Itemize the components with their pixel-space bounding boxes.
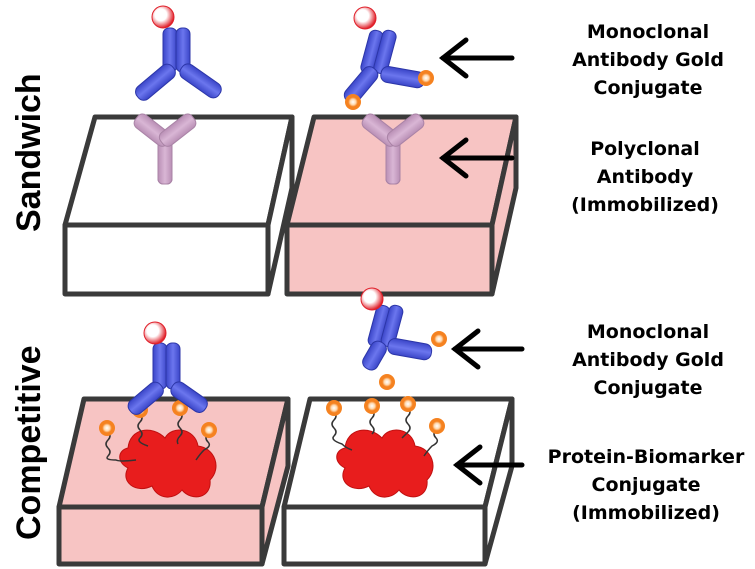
gold-particle-icon <box>429 418 445 434</box>
sandwich-positive-substrate <box>284 114 519 297</box>
callout-line: Conjugate <box>591 474 701 496</box>
label-dot-icon <box>143 321 167 345</box>
monoclonal-antibody-icon <box>362 304 433 371</box>
gold-particle-icon <box>345 94 361 110</box>
monoclonal-antibody-icon <box>343 29 426 104</box>
protein-biomarker-icon <box>119 429 217 498</box>
callout-line: Polyclonal <box>590 138 700 160</box>
callout-competitive-conjugate: Monoclonal Antibody Gold Conjugate <box>548 318 748 402</box>
gold-particle-icon <box>201 422 217 438</box>
arrow-left-icon <box>438 37 515 79</box>
callout-line: (Immobilized) <box>571 194 719 216</box>
gold-particle-icon <box>326 400 342 416</box>
gold-particle-icon <box>364 398 380 414</box>
callout-line: Protein-Biomarker <box>547 446 745 468</box>
gold-particle-icon <box>418 70 434 86</box>
callout-line: (Immobilized) <box>572 502 720 524</box>
panel-label-sandwich: Sandwich <box>10 73 48 232</box>
callout-line: Antibody Gold <box>572 349 724 371</box>
callout-line: Antibody Gold <box>572 49 724 71</box>
callout-competitive-protein: Protein-Biomarker Conjugate (Immobilized… <box>540 443 752 527</box>
label-dot-icon <box>151 5 175 29</box>
callout-line: Antibody <box>596 166 694 188</box>
linker-chains <box>105 411 211 462</box>
sandwich-negative-substrate <box>62 114 295 297</box>
label-dot-icon <box>360 287 384 311</box>
gold-particle-icon <box>400 396 416 412</box>
gold-particle-icon <box>379 374 395 390</box>
gold-particle-icon <box>431 331 447 347</box>
callout-sandwich-polyclonal: Polyclonal Antibody (Immobilized) <box>545 135 745 219</box>
callout-line: Monoclonal <box>586 21 710 43</box>
linker-chains <box>331 407 439 457</box>
callout-sandwich-conjugate: Monoclonal Antibody Gold Conjugate <box>548 18 748 102</box>
arrow-left-icon <box>452 444 525 486</box>
callout-line: Conjugate <box>593 377 703 399</box>
arrow-left-icon <box>450 328 525 370</box>
monoclonal-antibody-icon <box>135 27 222 101</box>
monoclonal-antibody-icon <box>127 342 208 415</box>
gold-particle-icon <box>99 420 115 436</box>
panel-label-competitive: Competitive <box>10 345 48 540</box>
protein-biomarker-icon <box>336 429 434 498</box>
callout-line: Monoclonal <box>586 321 710 343</box>
callout-line: Conjugate <box>593 77 703 99</box>
gold-particle-icon <box>172 400 188 416</box>
arrow-left-icon <box>438 137 515 179</box>
label-dot-icon <box>353 6 377 30</box>
